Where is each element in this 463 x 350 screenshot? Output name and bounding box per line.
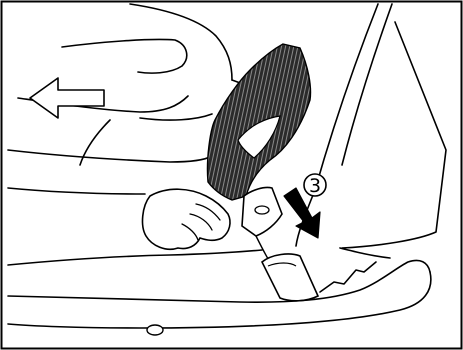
thigh-line	[8, 250, 262, 265]
seat-cushion-back-seam	[340, 248, 390, 258]
hand-icon	[143, 189, 230, 249]
shoulder-curve	[130, 4, 232, 80]
seat-cushion-front	[8, 272, 431, 328]
seat-fastener-icon	[147, 325, 163, 335]
step-marker-label: 3	[309, 175, 321, 197]
sleeve-fold	[140, 114, 212, 120]
seat-back-inner-edge	[342, 4, 392, 165]
seat-back-outline	[296, 4, 378, 246]
body-contour	[8, 150, 212, 162]
left-arrow-icon	[30, 78, 104, 118]
lap-contour	[8, 188, 145, 194]
seat-cushion-top	[8, 260, 430, 302]
arm-outline-top	[62, 39, 187, 73]
buckle-receiver	[262, 254, 318, 301]
seat-cushion-seam	[320, 262, 376, 292]
buckle-slot	[255, 206, 269, 214]
